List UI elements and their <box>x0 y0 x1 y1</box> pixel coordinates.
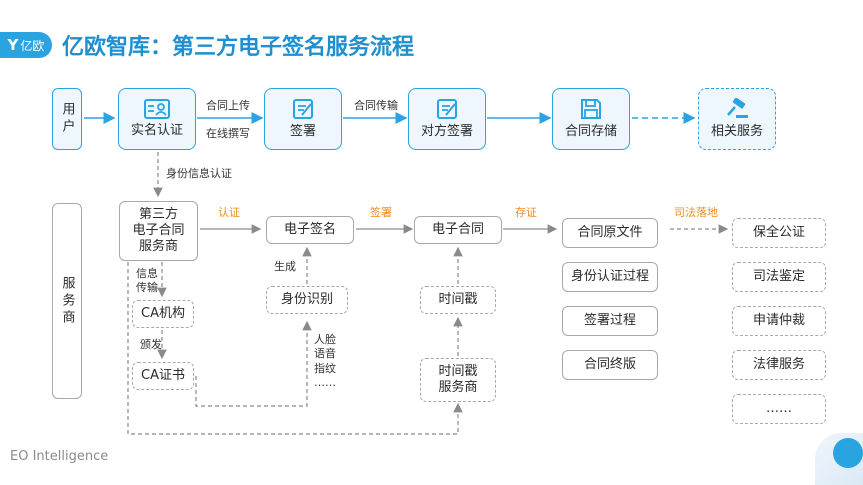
timestamp-provider-node: 时间戳 服务商 <box>420 358 496 402</box>
label-judicial: 司法落地 <box>674 206 718 219</box>
label-contract-upload: 合同上传 <box>206 99 250 112</box>
ca-org-node: CA机构 <box>132 300 194 328</box>
step-label: 合同存储 <box>564 123 617 139</box>
storage-item: 合同原文件 <box>562 218 658 248</box>
third-party-provider: 第三方 电子合同 服务商 <box>119 201 198 261</box>
label-issue: 颁发 <box>140 338 162 351</box>
service-item: 申请仲裁 <box>732 306 826 336</box>
service-item: 司法鉴定 <box>732 262 826 292</box>
step-counter-sign: 对方签署 <box>408 88 486 150</box>
step-label: 签署 <box>289 123 316 139</box>
step-real-name-auth: 实名认证 <box>118 88 196 150</box>
label-deposit: 存证 <box>515 206 537 219</box>
step-contract-storage: 合同存储 <box>552 88 630 150</box>
step-label: 对方签署 <box>420 123 473 139</box>
label-online-write: 在线撰写 <box>206 127 250 140</box>
gavel-icon <box>727 97 748 118</box>
step-label: 相关服务 <box>710 123 763 139</box>
service-item: …… <box>732 394 826 424</box>
edit-document-icon <box>437 98 457 119</box>
identity-recognition-node: 身份识别 <box>266 286 348 314</box>
floppy-disk-icon <box>581 98 601 119</box>
footer-brand: EO Intelligence <box>10 449 109 464</box>
label-generate: 生成 <box>274 260 296 273</box>
timestamp-node: 时间戳 <box>420 286 496 314</box>
arrow-cert-to-idrec <box>195 320 312 407</box>
loop-bottom <box>127 262 463 435</box>
logo-y-icon: Y <box>7 36 19 54</box>
step-label: 实名认证 <box>130 122 183 138</box>
edit-document-icon <box>293 98 313 119</box>
step-related-services: 相关服务 <box>698 88 776 150</box>
storage-item: 身份认证过程 <box>562 262 658 292</box>
provider-label: 服务商 <box>52 203 82 399</box>
storage-item: 签署过程 <box>562 306 658 336</box>
user-label: 用户 <box>52 88 82 150</box>
label-auth: 认证 <box>218 206 240 219</box>
storage-item: 合同终版 <box>562 350 658 380</box>
logo-text: 亿欧 <box>20 38 45 53</box>
label-sign: 签署 <box>370 206 392 219</box>
label-contract-transfer: 合同传输 <box>354 99 398 112</box>
label-info-transfer: 信息 传输 <box>136 267 158 295</box>
ca-cert-node: CA证书 <box>132 362 194 390</box>
service-item: 法律服务 <box>732 350 826 380</box>
logo: Y 亿欧 <box>0 32 52 58</box>
step-sign: 签署 <box>264 88 342 150</box>
service-item: 保全公证 <box>732 218 826 248</box>
e-contract-node: 电子合同 <box>414 216 502 244</box>
e-signature-node: 电子签名 <box>266 216 354 244</box>
id-card-icon <box>144 98 170 119</box>
page-title: 亿欧智库：第三方电子签名服务流程 <box>62 35 415 60</box>
label-biometric: 人脸 语音 指纹 …… <box>314 333 336 389</box>
label-identity-auth: 身份信息认证 <box>166 167 232 180</box>
corner-dot-icon <box>833 438 863 468</box>
